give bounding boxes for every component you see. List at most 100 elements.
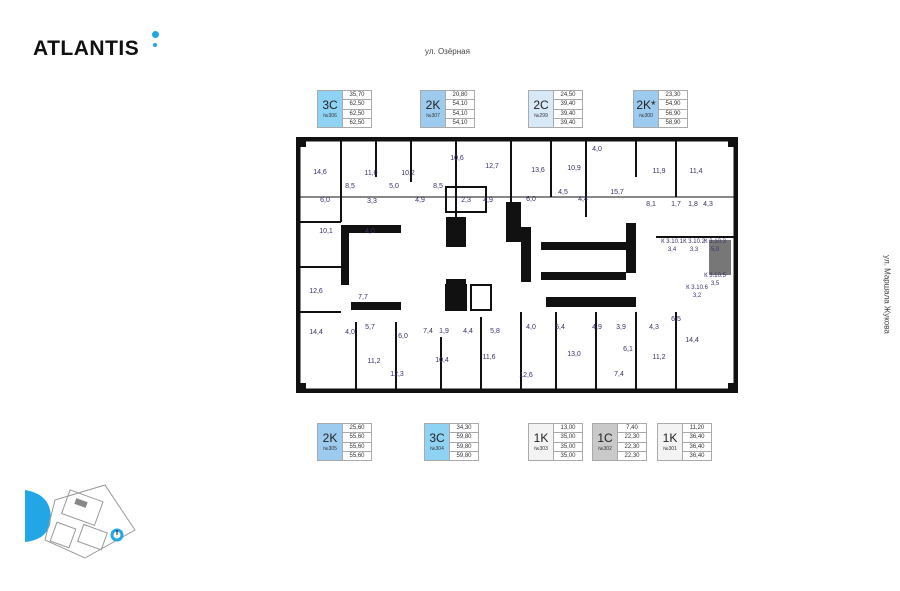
site-minimap xyxy=(25,484,136,559)
apartment-type: 2K*№300 xyxy=(634,91,659,127)
apartment-type-label: 1C xyxy=(597,431,613,445)
apartment-area-value: 62,50 xyxy=(343,100,371,110)
apartment-area-value: 36,40 xyxy=(683,443,711,452)
apartment-type-label: 1K xyxy=(533,431,549,445)
apartment-number: №305 xyxy=(323,446,337,452)
apartment-type-label: 3C xyxy=(429,431,445,445)
room-area-label: 4,9 xyxy=(592,324,602,331)
apartment-type-label: 2K xyxy=(425,98,441,112)
room-area-label: 12,6 xyxy=(309,288,323,295)
room-area-label: 4,9 xyxy=(415,197,425,204)
storage-id: К 3.10.3 xyxy=(704,239,726,245)
apartment-area-value: 54,10 xyxy=(452,119,468,126)
apartment-type-label: 2K* xyxy=(636,98,656,112)
apartment-area-value: 23,30 xyxy=(659,91,687,101)
room-area-label: 4,3 xyxy=(703,201,713,208)
storage-room-label: К 3.10.5 3,5 xyxy=(704,272,726,288)
room-area-label: 5,7 xyxy=(365,324,375,331)
apartment-number: №301 xyxy=(663,446,677,452)
apartment-area-value: 20,80 xyxy=(446,91,474,101)
brand-logo: ATLANTIS xyxy=(33,37,140,60)
room-area-label: 10,4 xyxy=(435,357,449,364)
room-area-label: 6,0 xyxy=(320,197,330,204)
apartment-area-value: 22,30 xyxy=(618,443,646,452)
apartment-area-value: 62,50 xyxy=(349,119,365,126)
room-area-label: 4,0 xyxy=(345,329,355,336)
room-area-label: 14,6 xyxy=(313,169,327,176)
logo-dot xyxy=(153,43,157,47)
apartment-area-value: 56,90 xyxy=(659,110,687,119)
storage-id: К 3.10.2 xyxy=(683,239,705,245)
room-area-label: 4,5 xyxy=(558,189,568,196)
apartment-area-value: 35,00 xyxy=(554,433,582,443)
room-area-label: 5,0 xyxy=(389,183,399,190)
room-area-label: 7,7 xyxy=(358,294,368,301)
room-area-label: 1,8 xyxy=(688,201,698,208)
storage-area: 3,2 xyxy=(692,293,702,299)
storage-room-label: К 3.10.2 3,3 xyxy=(683,238,705,254)
apartment-number: №303 xyxy=(534,446,548,452)
apartment-area-value: 59,80 xyxy=(456,452,472,459)
floor-plan-walls xyxy=(295,136,739,394)
room-area-label: 14,4 xyxy=(309,329,323,336)
room-area-label: 12,3 xyxy=(390,371,404,378)
apartment-number: №307 xyxy=(426,113,440,119)
room-area-label: 10,6 xyxy=(450,155,464,162)
apartment-area-value: 59,80 xyxy=(450,443,478,452)
apartment-area-value: 62,50 xyxy=(343,110,371,119)
apartment-area-value: 54,10 xyxy=(446,100,474,110)
room-area-label: 11,6 xyxy=(482,354,496,361)
apartment-area-value: 11,20 xyxy=(683,424,711,434)
room-area-label: 4,4 xyxy=(578,196,588,203)
storage-id: К 3.10.5 xyxy=(704,273,726,279)
room-area-label: 10,1 xyxy=(319,228,333,235)
apartment-number: №299 xyxy=(534,113,548,119)
apartment-area-value: 36,40 xyxy=(689,452,705,459)
room-area-label: 6,0 xyxy=(526,196,536,203)
room-area-label: 4,0 xyxy=(592,146,602,153)
room-area-label: 10,2 xyxy=(401,170,415,177)
apartment-type-label: 2K xyxy=(322,431,338,445)
apartment-area-value: 34,30 xyxy=(450,424,478,434)
storage-area: 3,3 xyxy=(689,247,699,253)
apartment-area-value: 13,00 xyxy=(554,424,582,434)
storage-area: 3,5 xyxy=(710,281,720,287)
room-area-label: 6,0 xyxy=(398,333,408,340)
apartment-area-value: 35,70 xyxy=(343,91,371,101)
apartment-area-value: 55,60 xyxy=(343,443,371,452)
apartment-area-value: 54,10 xyxy=(446,110,474,119)
room-area-label: 12,6 xyxy=(519,372,533,379)
room-area-label: 11,2 xyxy=(367,358,381,365)
room-area-label: 5,4 xyxy=(555,324,565,331)
apartment-number: №300 xyxy=(639,113,653,119)
room-area-label: 8,1 xyxy=(646,201,656,208)
storage-id: К 3.10.6 xyxy=(686,285,708,291)
apartment-area-value: 58,90 xyxy=(665,119,681,126)
room-area-label: 4,0 xyxy=(526,324,536,331)
street-label-top: ул. Озёрная xyxy=(425,47,470,56)
apartment-area-value: 22,30 xyxy=(618,433,646,443)
room-area-label: 11,2 xyxy=(652,354,666,361)
lake-shape xyxy=(25,490,51,542)
room-area-label: 13,6 xyxy=(531,167,545,174)
room-area-label: 4,3 xyxy=(649,324,659,331)
apartment-area-value: 24,50 xyxy=(554,91,582,101)
room-area-label: 8,5 xyxy=(433,183,443,190)
room-area-label: 3,9 xyxy=(616,324,626,331)
